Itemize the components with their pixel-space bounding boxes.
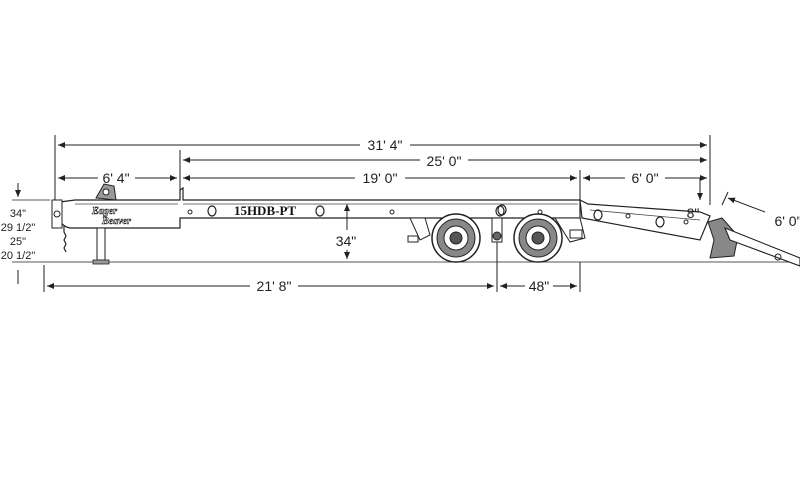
dim-hitch-to-axle: 21' 8": [43, 242, 498, 294]
main-deck-label: 19' 0": [363, 170, 398, 186]
dim-deck-height: 34": [336, 204, 357, 259]
svg-text:Beaver: Beaver: [101, 216, 131, 227]
wheel-front: [431, 213, 481, 263]
dim-deck-length: 25' 0": [179, 150, 707, 190]
model-label: 15HDB-PT: [234, 203, 296, 218]
axle-spread-label: 48": [529, 278, 550, 294]
dim-beavertail-drop: 8": [687, 178, 703, 221]
hitch-to-axle-label: 21' 8": [257, 278, 292, 294]
dim-axle-spread: 48": [500, 262, 581, 294]
coupler-hitch: [51, 183, 117, 253]
beavertail-drop-label: 8": [687, 205, 700, 221]
dim-main-deck: 19' 0": [183, 170, 581, 205]
dim-ramp-section: 6' 0": [583, 170, 707, 186]
wheel-rear: [513, 213, 563, 263]
svg-text:Eager: Eager: [91, 206, 117, 217]
ramp-section-label: 6' 0": [631, 170, 658, 186]
coupler-height-b-label: 25": [10, 236, 26, 248]
flip-ramp: [707, 217, 800, 267]
ramp-length-label: 6' 0": [774, 213, 800, 229]
deck-length-label: 25' 0": [427, 153, 462, 169]
tie-down-ring: [207, 205, 505, 217]
coupler-height-c-label: 20 1/2": [1, 250, 36, 262]
coupler-height-top-label: 34": [10, 208, 26, 220]
coupler-height-dims: 34" 29 1/2" 25" 20 1/2": [1, 183, 50, 284]
dim-ramp-length: 6' 0": [721, 191, 800, 229]
deck-height-label: 34": [336, 233, 357, 249]
overall-length-label: 31' 4": [368, 137, 403, 153]
tongue-length-label: 6' 4": [102, 170, 129, 186]
jack-stand: [92, 227, 110, 265]
dim-overall-length: 31' 4": [54, 135, 711, 205]
coupler-height-a-label: 29 1/2": [1, 222, 36, 234]
beavertail: [579, 198, 711, 241]
brand-logo: Eager Beaver: [91, 206, 132, 228]
axle-assembly: [407, 217, 586, 243]
dim-tongue-length: 6' 4": [58, 170, 177, 186]
